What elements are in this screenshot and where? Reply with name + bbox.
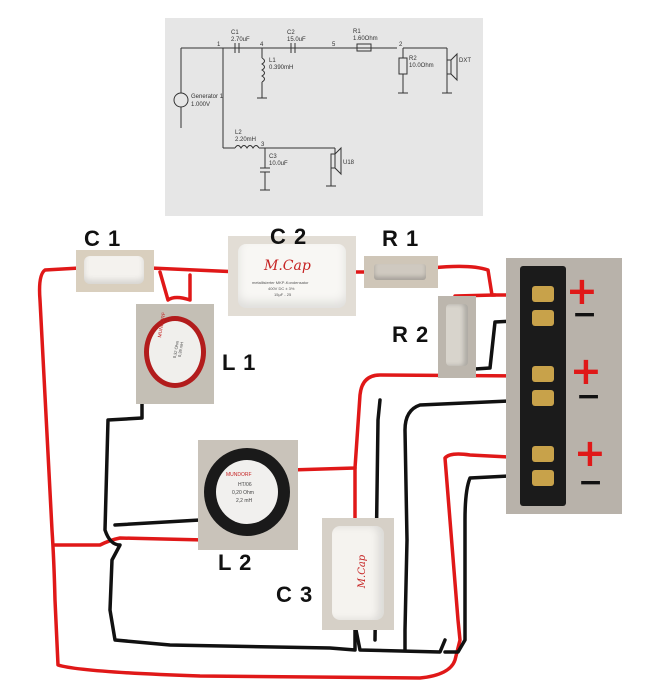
schematic-drawing: 1 4 5 2 3 Generator 1 1.000V C1 2.70uF L… [173,29,471,191]
c1-label: C 1 [84,226,122,251]
red-wire-l2-left [53,536,207,547]
c2-schem-label: C2 [287,30,295,36]
l1-print-line-3: 0,39 mH [176,341,185,358]
c3-brand: M.Cap [357,554,369,589]
r2-schem-value: 10.0Ohm [409,63,434,69]
node-1-label: 1 [217,42,221,48]
red-wire-l2-c3 [288,373,532,472]
l1-schem-value: 0.390mH [269,65,293,71]
node-2-label: 2 [399,42,403,48]
terminal-block [506,258,622,514]
l1-label: L 1 [222,350,257,375]
terminal-screw-6 [532,470,554,486]
node-5-label: 5 [332,42,336,48]
node-3-label: 3 [261,142,265,148]
terminal-2-minus: − [576,379,602,414]
r1-schem-label: R1 [353,29,361,35]
red-wire-l1-taps [158,270,192,302]
l2-print-line-2: HT/06 [238,482,252,488]
red-wire-r2-top [453,293,497,298]
l1-inductor: MUNDORF 0,32 Ohm 0,39 mH [136,304,214,404]
c3-schem-label: C3 [269,154,277,160]
black-wire-l1-return [103,396,357,652]
l2-inductor: MUNDORF HT/06 0,20 Ohm 2,2 mH [198,440,298,550]
r1-schem-value: 1.60Ohm [353,36,378,42]
c3-schem-value: 10.0uF [269,161,288,167]
schematic-photo: 1 4 5 2 3 Generator 1 1.000V C1 2.70uF L… [165,18,483,216]
terminal-3-minus: − [578,465,604,500]
red-wire-main-loop [37,266,532,680]
terminal-screw-1 [532,286,554,302]
c3-capacitor: M.Cap [322,518,394,630]
l2-print-line-3: 0,20 Ohm [232,490,254,496]
black-wire-mid-terminal [403,398,532,652]
l2-schem-value: 2.20mH [235,137,256,143]
c2-brand: M.Cap [264,258,311,274]
c2-print-line-3: 15µF - 25 [274,292,292,297]
terminal-3-plus: + [574,431,606,475]
l1-schem-label: L1 [269,58,276,64]
c2-label: C 2 [270,224,308,249]
node-4-label: 4 [260,42,264,48]
c3-label: C 3 [276,582,314,607]
dxt-schem-label: DXT [459,58,471,64]
c2-capacitor: M.Cap metallisierter MKP-Kondensator 400… [228,236,356,316]
black-wire-bottom-terminal [443,473,532,654]
c2-print-line-2: 400V DC ± 3% [268,286,295,291]
l1-print-line-1: MUNDORF [157,311,168,339]
terminal-1-plus: + [566,269,598,313]
generator-value: 1.000V [191,102,210,108]
red-wire-c1-c2 [148,266,242,274]
terminal-screw-5 [532,446,554,462]
black-wire-c3-bottom [353,623,447,654]
l2-label: L 2 [218,550,253,575]
terminal-1-minus: − [572,297,598,332]
c1-capacitor [76,250,154,292]
r1-resistor [364,256,438,288]
u18-schem-label: U18 [343,160,355,166]
r2-resistor [438,296,476,378]
terminal-screw-3 [532,366,554,382]
terminal-screw-4 [532,390,554,406]
generator-label: Generator 1 [191,94,224,100]
r1-label: R 1 [382,226,420,251]
r2-label: R 2 [392,322,430,347]
l2-print-line-4: 2,2 mH [236,498,253,504]
c1-schem-label: C1 [231,30,239,36]
l2-print-line-1: MUNDORF [226,472,252,478]
terminal-2-plus: + [570,349,602,393]
c1-schem-value: 2.70uF [231,37,250,43]
c2-schem-value: 15.0uF [287,37,306,43]
l2-schem-label: L2 [235,130,242,136]
r2-schem-label: R2 [409,56,417,62]
c2-print-line-1: metallisierter MKP-Kondensator [252,280,309,285]
black-wire-l2-return [113,518,202,527]
red-wire-r1-out [430,264,532,297]
terminal-screw-2 [532,310,554,326]
